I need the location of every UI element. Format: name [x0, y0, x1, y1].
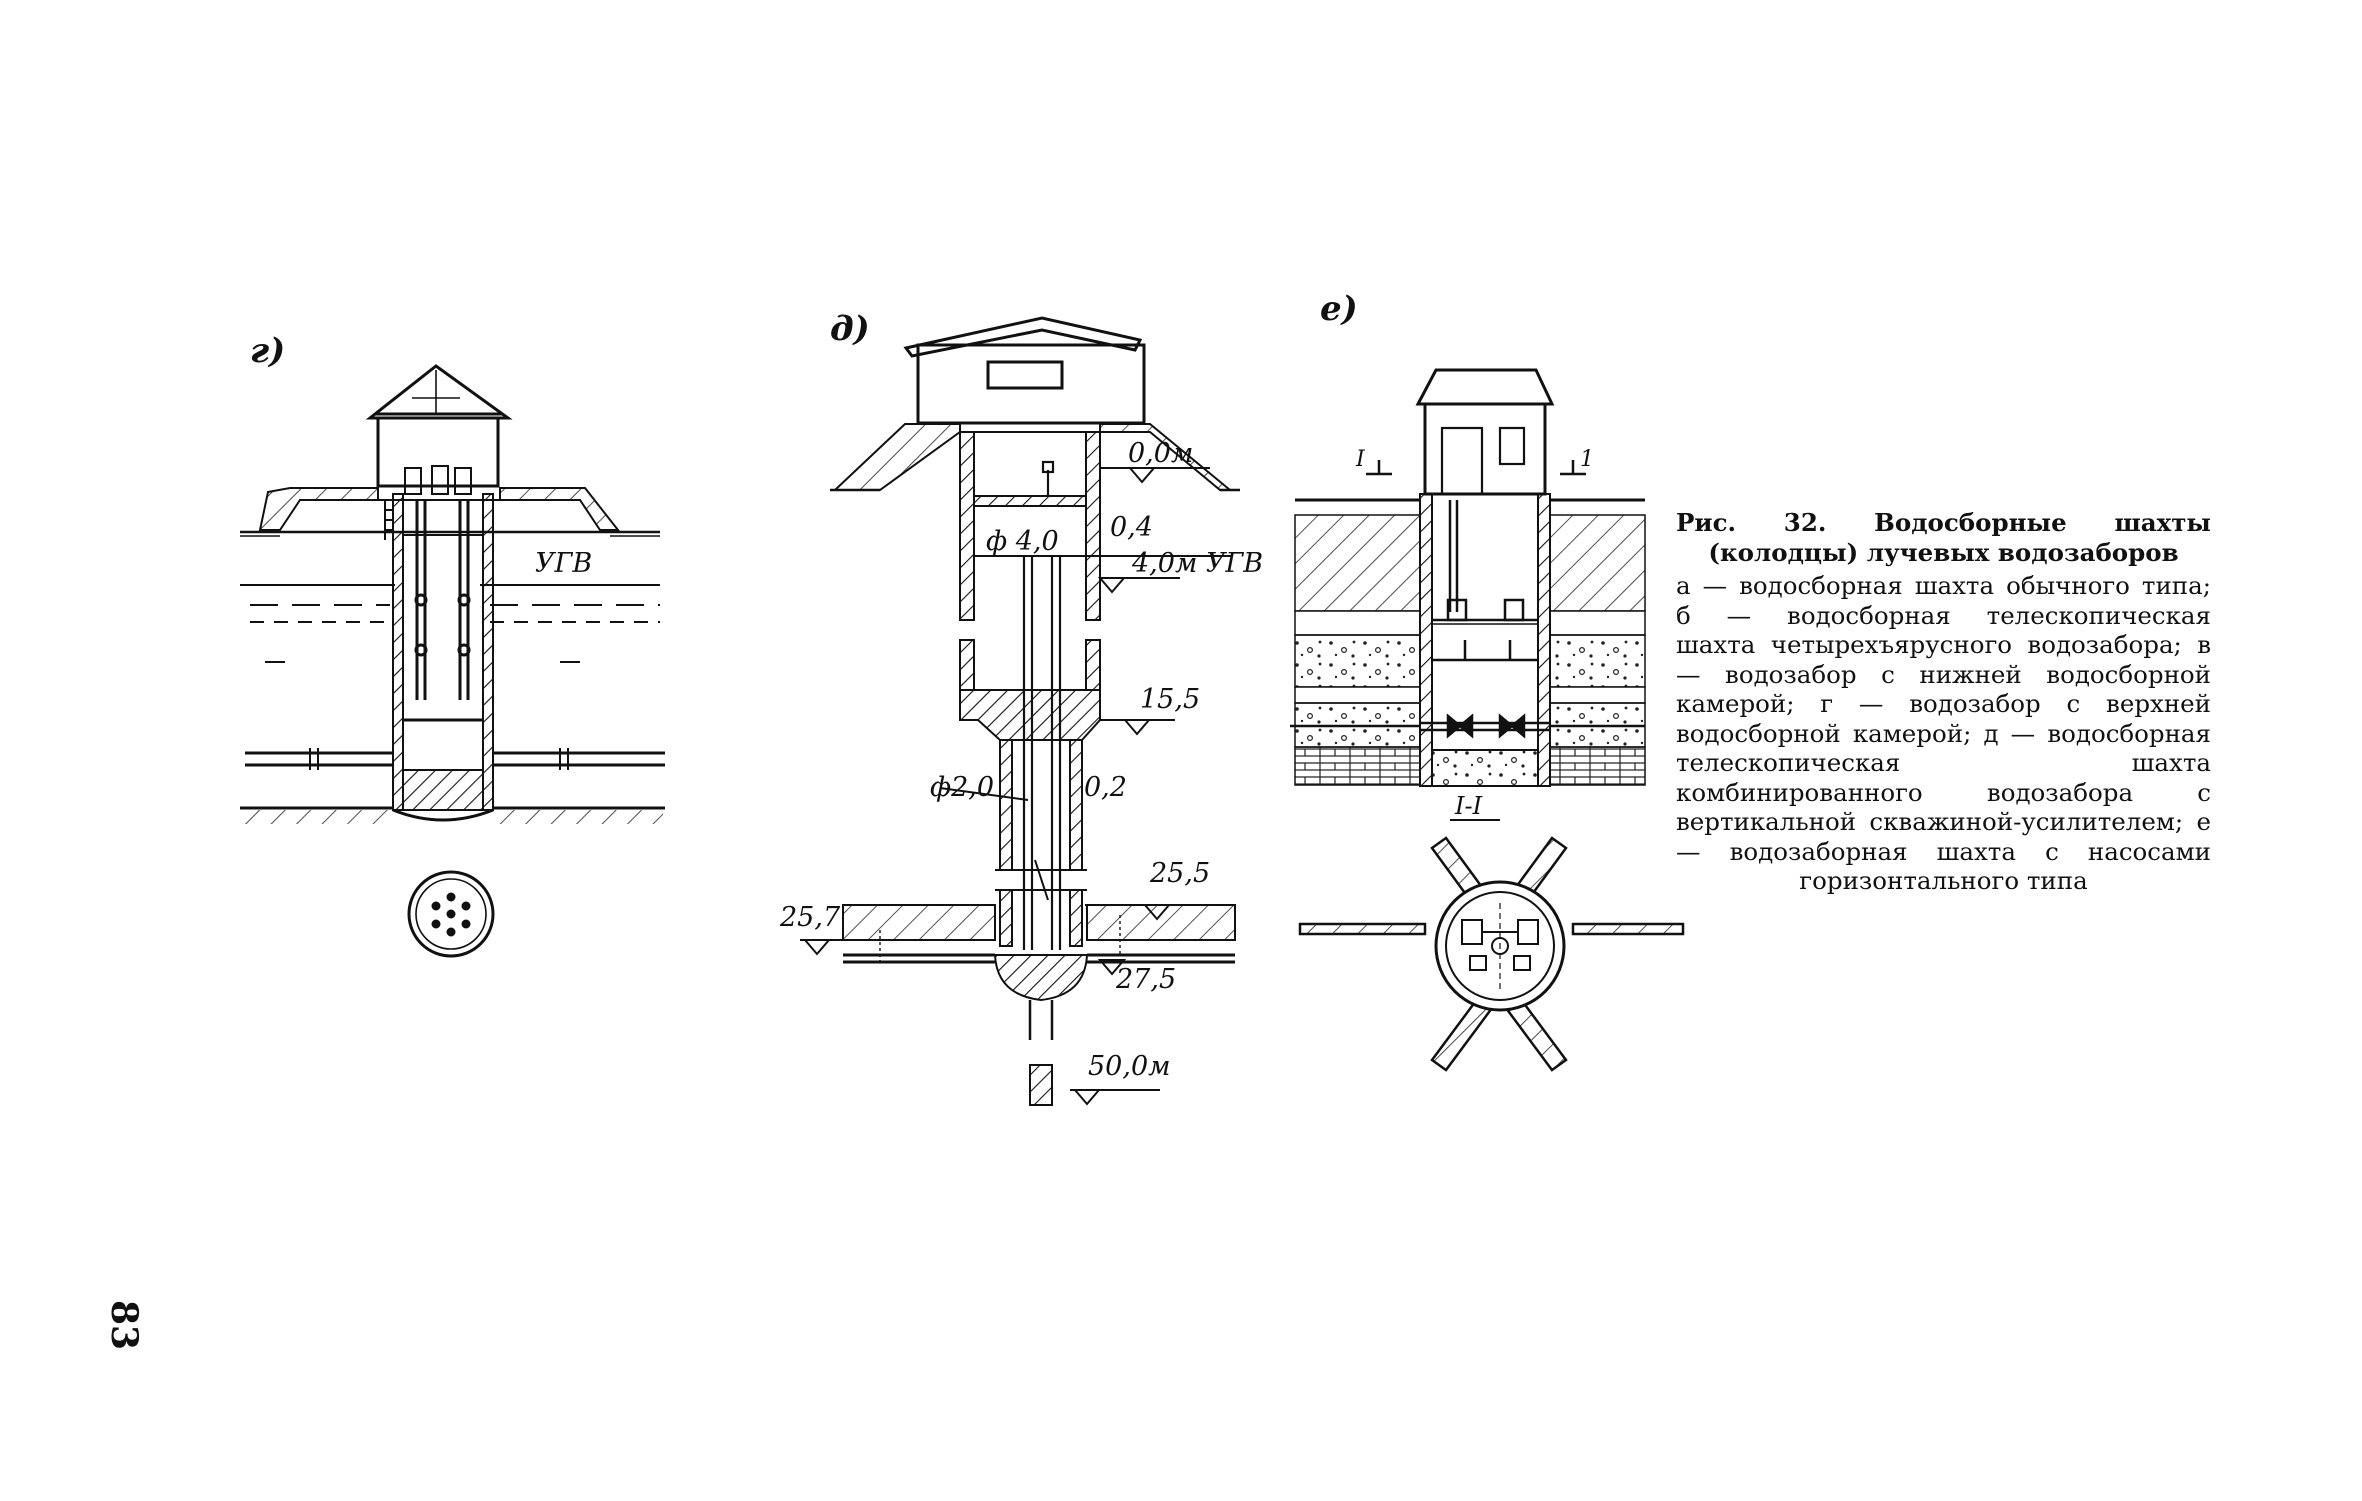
figure-g-plan-view — [407, 870, 495, 958]
figure-d-house — [903, 316, 1146, 425]
figure-g-roof — [365, 364, 513, 420]
figure-e-letter: е) — [1320, 289, 1358, 329]
figure-d-inner-pipes — [1022, 460, 1062, 950]
figure-e-kiosk — [1415, 368, 1555, 496]
figure-g-ground — [240, 487, 660, 537]
figure-g-ladder — [384, 500, 394, 540]
figure-d-level-40: 4,0м УГВ — [1131, 548, 1263, 579]
figure-d-leaders — [800, 467, 1232, 1106]
figure-d-diam-20: ф2,0 — [930, 772, 994, 803]
figure-d-wall-04: 0,4 — [1110, 512, 1153, 543]
figure-caption: Рис. 32. Водосборные шахты (колодцы) луч… — [1676, 508, 2211, 896]
figure-e-section-mark-right: 1 — [1580, 447, 1594, 472]
figure-d-aquifer — [842, 904, 1236, 964]
figure-d-transition — [959, 689, 1101, 741]
figure-d-wall-02: 0,2 — [1084, 772, 1127, 803]
page-number: 83 — [103, 1300, 145, 1351]
figure-e-shaft — [1419, 493, 1551, 787]
figure-d-well — [993, 954, 1089, 1106]
figure-g: г) — [240, 331, 665, 958]
figure-d-letter: д) — [830, 309, 870, 349]
figure-d-level-255: 25,5 — [1149, 858, 1210, 889]
figure-g-letter: г) — [250, 331, 285, 371]
figure-d-level-0: 0,0м — [1128, 438, 1193, 469]
figure-e: е) I 1 — [1290, 289, 1685, 1072]
figure-g-ugv-label: УГВ — [535, 548, 592, 579]
figure-g-radial-drains — [245, 748, 665, 770]
figure-e-pump-pipes — [1290, 500, 1645, 739]
figure-e-plan-view — [1298, 836, 1685, 1072]
figure-e-section-label: I-I — [1454, 792, 1483, 820]
figure-e-section-mark-left: I — [1355, 447, 1366, 472]
figure-d-lower-shaft — [995, 739, 1087, 947]
figure-g-water-lines — [240, 584, 660, 663]
figure-d-level-155: 15,5 — [1140, 684, 1200, 715]
caption-body: а — водосборная шахта обычного типа; б —… — [1676, 571, 2211, 895]
figure-g-bottom-ground — [240, 806, 665, 824]
figure-g-shaft — [392, 493, 494, 822]
figure-d-diam-40: ф 4,0 — [986, 526, 1059, 557]
figure-d-upper-shaft — [959, 431, 1101, 691]
figure-d-level-500: 50,0м — [1088, 1051, 1171, 1082]
figure-d: д) — [779, 309, 1263, 1106]
figure-e-ground-layers — [1294, 498, 1646, 786]
figure-d-level-275: 27,5 — [1115, 964, 1176, 995]
figure-d-level-257: 25,7 — [779, 902, 841, 933]
caption-title: Рис. 32. Водосборные шахты (колодцы) луч… — [1676, 508, 2211, 567]
figure-g-kiosk — [376, 416, 500, 495]
figure-e-section-marks — [1366, 460, 1586, 476]
figure-g-pump-columns — [414, 500, 471, 700]
